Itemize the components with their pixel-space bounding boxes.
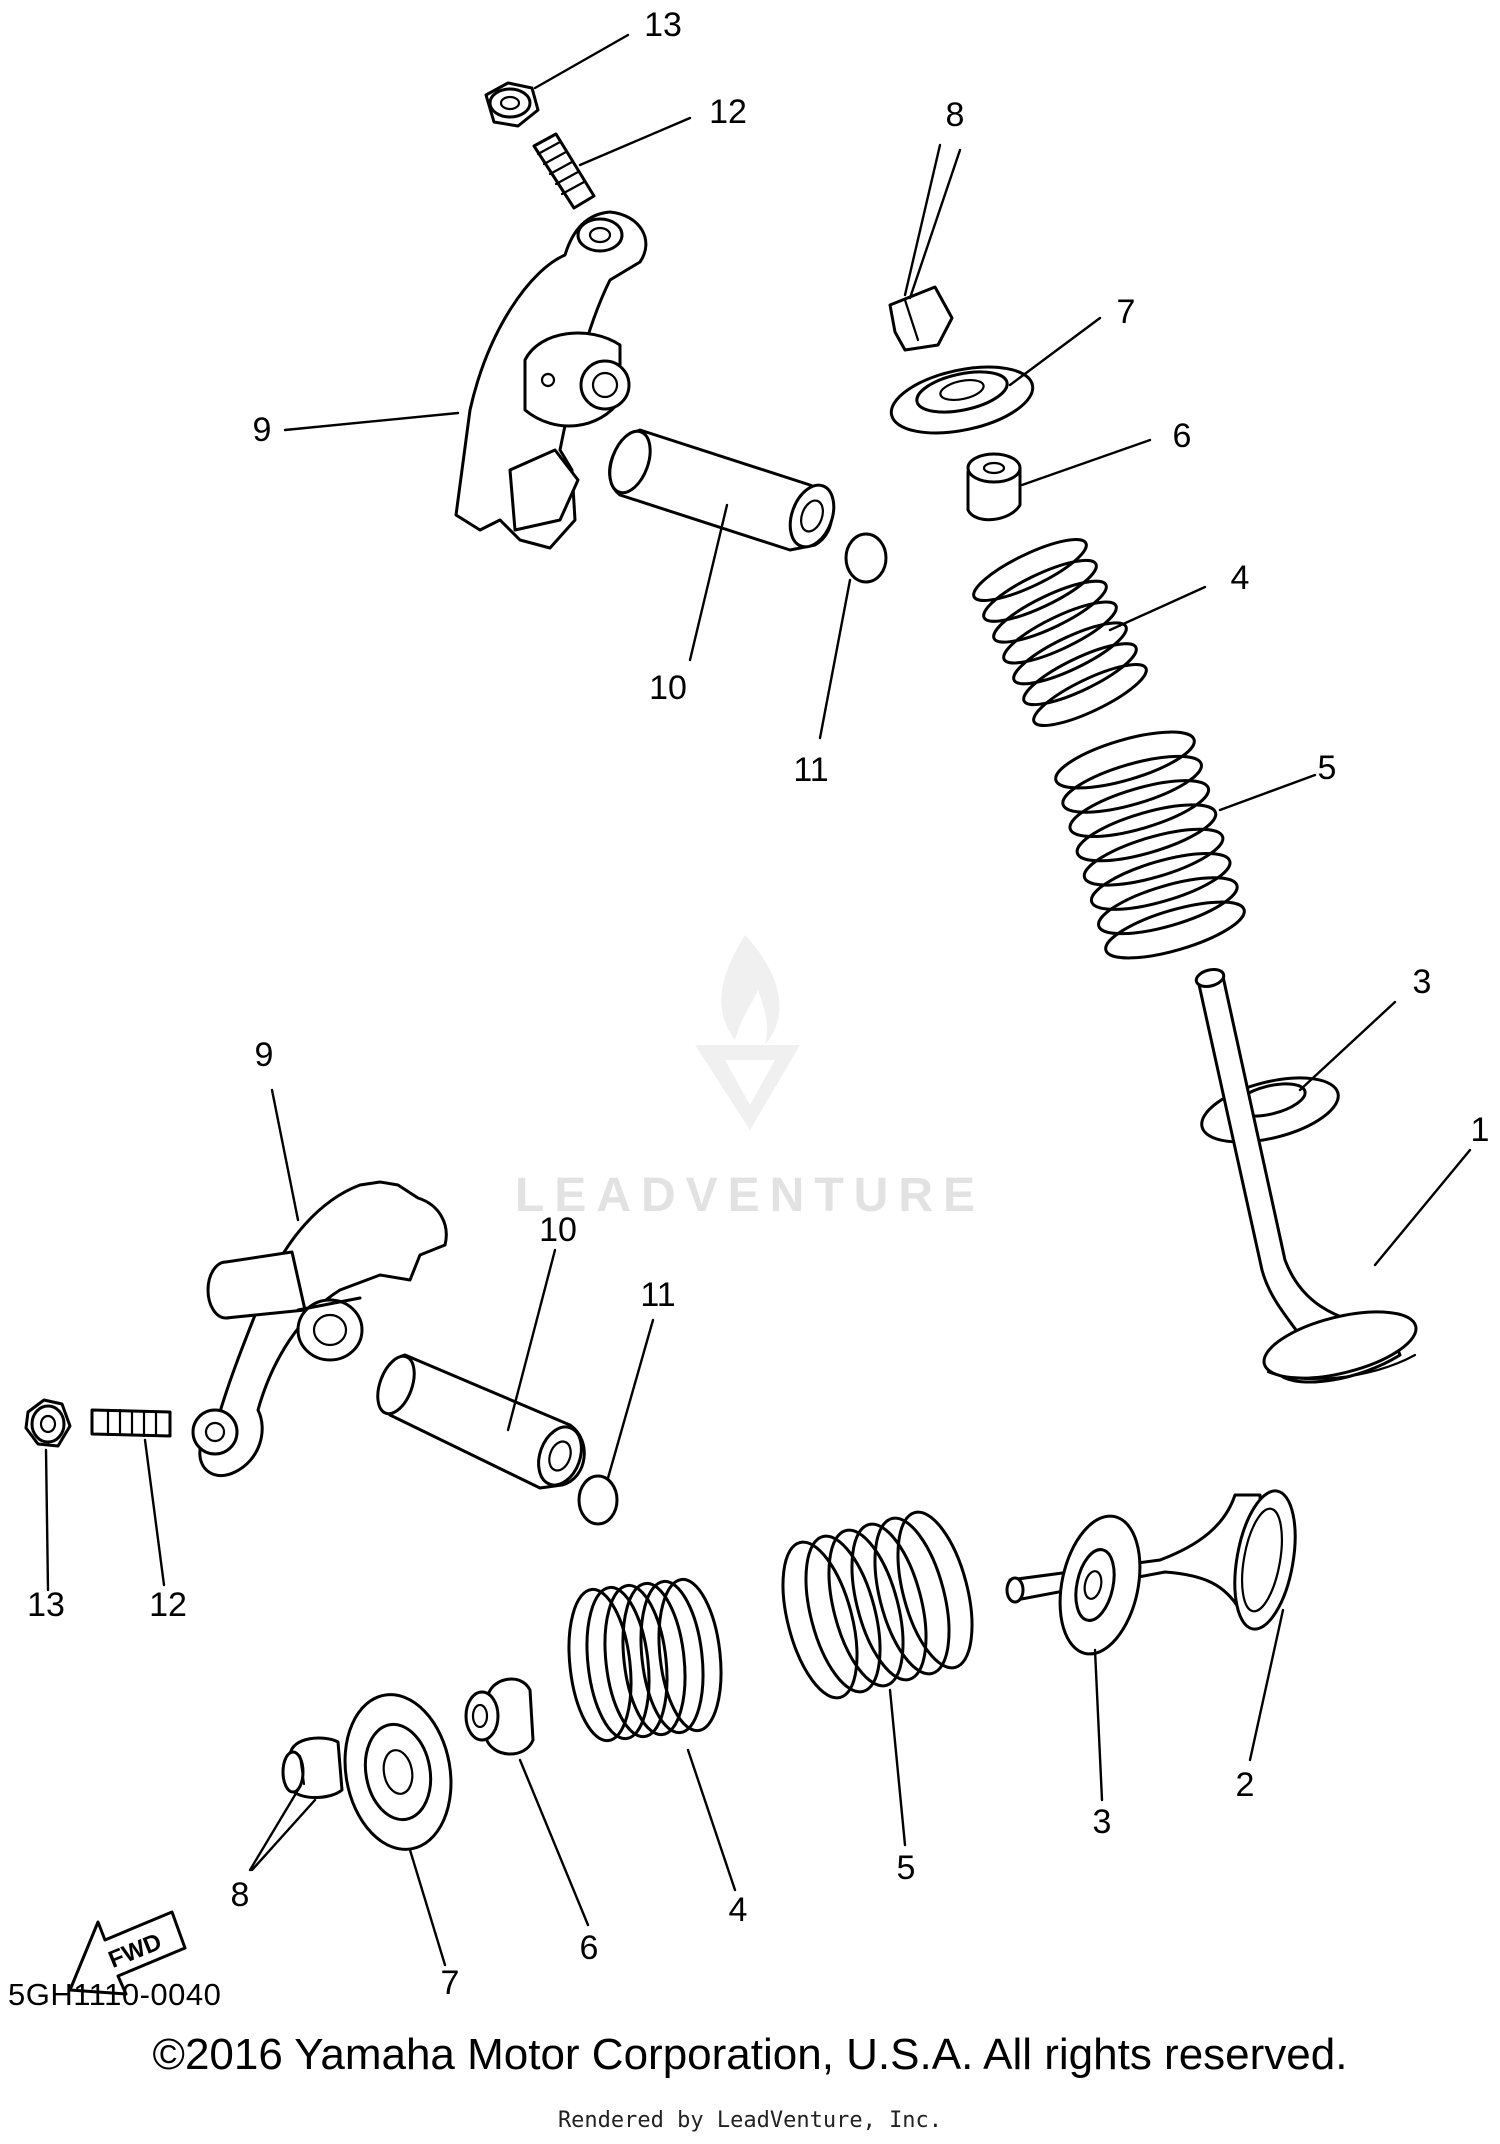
upper-part-7-spring-retainer[interactable] — [885, 356, 1038, 445]
lower-callout-12: 12 — [149, 1586, 187, 1624]
lower-callout-9: 9 — [255, 1036, 274, 1074]
lower-part-6-stem-seal[interactable] — [464, 1677, 535, 1756]
copyright-notice: ©2016 Yamaha Motor Corporation, U.S.A. A… — [152, 2030, 1348, 2079]
lower-callout-10: 10 — [539, 1211, 577, 1249]
spring-coil — [972, 538, 1088, 602]
lower-part-5-outer-valve-spring[interactable] — [769, 1505, 986, 1706]
spring-coil — [585, 1585, 651, 1741]
lower-callout-6: 6 — [580, 1929, 599, 1967]
lower-leader-lines — [44, 1088, 1285, 1967]
spring-coil — [1054, 730, 1196, 790]
lower-callout-8: 8 — [231, 1876, 250, 1914]
spring-coil — [827, 1528, 905, 1688]
lower-callout-4: 4 — [729, 1891, 748, 1929]
upper-part-13-nut[interactable] — [484, 81, 540, 128]
spring-coil — [567, 1587, 633, 1743]
lower-part-9-rocker-arm[interactable] — [191, 1180, 448, 1478]
lower-part-10-rocker-shaft[interactable] — [371, 1351, 589, 1491]
spring-coil — [1068, 779, 1211, 839]
upper-callout-4: 4 — [1231, 559, 1250, 597]
upper-part-3-spring-seat[interactable] — [1195, 1066, 1344, 1154]
upper-part-11-o-ring[interactable] — [844, 532, 888, 584]
upper-callout-7: 7 — [1117, 293, 1136, 331]
upper-callout-6: 6 — [1173, 417, 1192, 455]
lower-part-13-nut[interactable] — [24, 1398, 72, 1448]
spring-coil — [992, 579, 1108, 644]
upper-callout-12: 12 — [709, 93, 747, 131]
upper-callout-9: 9 — [253, 411, 272, 449]
spring-coil — [1082, 827, 1225, 887]
spring-coil — [1089, 851, 1232, 911]
upper-part-1-valve[interactable] — [1194, 967, 1422, 1391]
spring-coil — [896, 1510, 974, 1670]
lower-part-11-o-ring[interactable] — [577, 1474, 619, 1526]
lower-callout-3: 3 — [1093, 1803, 1112, 1841]
upper-part-9-rocker-arm[interactable] — [454, 210, 648, 550]
leadventure-watermark-text: LEADVENTURE — [514, 1169, 986, 1222]
upper-part-6-stem-seal[interactable] — [966, 452, 1022, 522]
spring-coil — [982, 558, 1098, 623]
lower-part-3-spring-seat[interactable] — [1048, 1509, 1151, 1662]
lower-callouts: 9 10 11 13 12 2 3 5 4 6 7 8 — [27, 1036, 1254, 2002]
upper-part-12-adjuster-screw[interactable] — [532, 132, 596, 210]
upper-callout-5: 5 — [1318, 749, 1337, 787]
spring-coil — [850, 1522, 928, 1682]
lower-callout-13: 13 — [27, 1586, 65, 1624]
upper-part-8-valve-cotters[interactable] — [888, 285, 954, 352]
lower-part-12-adjuster-screw[interactable] — [90, 1408, 172, 1438]
upper-callout-1: 1 — [1471, 1111, 1490, 1149]
lower-callout-11: 11 — [640, 1276, 675, 1314]
lower-part-7-spring-retainer[interactable] — [333, 1686, 463, 1858]
leadventure-watermark-logo — [695, 935, 800, 1130]
spring-coil — [639, 1579, 705, 1735]
upper-callouts: 13 12 8 7 9 6 4 10 11 5 3 1 — [253, 6, 1490, 1149]
spring-coil — [873, 1516, 951, 1676]
lower-part-4-inner-valve-spring[interactable] — [562, 1576, 728, 1744]
spring-coil — [1075, 803, 1218, 863]
lower-part-8-valve-cotters[interactable] — [281, 1736, 344, 1799]
spring-coil — [1104, 900, 1246, 960]
upper-callout-8: 8 — [946, 96, 965, 134]
upper-part-5-outer-valve-spring[interactable] — [1050, 720, 1249, 969]
spring-coil — [1032, 663, 1148, 727]
spring-coil — [1097, 876, 1239, 936]
upper-callout-10: 10 — [649, 669, 687, 707]
spring-coil — [1012, 621, 1128, 686]
spring-coil — [1022, 642, 1138, 707]
spring-coil — [781, 1540, 859, 1700]
spring-coil — [621, 1581, 687, 1737]
upper-leader-lines — [283, 33, 1472, 1267]
diagram-code: 5GH1110-0040 — [8, 1977, 222, 2012]
upper-callout-11: 11 — [793, 751, 828, 789]
lower-callout-7: 7 — [441, 1964, 460, 2002]
spring-coil — [1061, 754, 1203, 814]
spring-coil — [657, 1577, 723, 1733]
rendered-by-credit: Rendered by LeadVenture, Inc. — [557, 2108, 943, 2133]
spring-coil — [603, 1583, 669, 1739]
spring-coil — [1002, 600, 1118, 665]
upper-part-10-rocker-shaft[interactable] — [602, 426, 842, 553]
lower-callout-2: 2 — [1236, 1766, 1255, 1804]
lower-callout-5: 5 — [897, 1849, 916, 1887]
lower-part-2-valve[interactable] — [1005, 1486, 1305, 1634]
upper-part-4-inner-valve-spring[interactable] — [967, 529, 1153, 737]
upper-callout-3: 3 — [1413, 963, 1432, 1001]
upper-callout-13: 13 — [644, 6, 682, 44]
spring-coil — [804, 1534, 882, 1694]
